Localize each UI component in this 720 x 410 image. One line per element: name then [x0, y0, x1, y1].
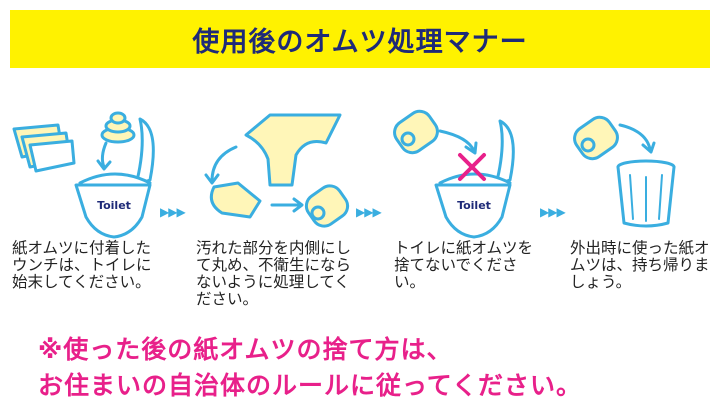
- step3-text: トイレに紙オムツを捨てないでください。: [394, 239, 534, 291]
- rolled-diaper-icon: [304, 184, 350, 228]
- drop-arrow-icon: [438, 129, 476, 153]
- toilet-icon-2: [434, 119, 515, 239]
- open-diaper-icon: [244, 113, 342, 187]
- page-title: 使用後のオムツ処理マナー: [192, 26, 528, 58]
- note-line-2: お住まいの自治体のルールに従ってください。: [38, 371, 583, 400]
- toilet-label-2: Toilet: [457, 199, 491, 212]
- cross-icon: [458, 153, 486, 181]
- step1-text: 紙オムツに付着したウンチは、トイレに始末してください。: [12, 239, 152, 291]
- toilet-label-1: Toilet: [97, 199, 131, 212]
- illustration-strip: Toilet Toilet: [12, 109, 676, 239]
- disposal-note: ※使った後の紙オムツの捨て方は、 お住まいの自治体のルールに従ってください。: [38, 332, 582, 404]
- step2-illustration: [204, 113, 350, 228]
- rolled-diaper-icon-2: [393, 109, 439, 155]
- trash-bin-icon: [616, 159, 676, 228]
- step1-illustration: [12, 111, 155, 239]
- step-separator-2: ▶▶▶: [356, 205, 382, 219]
- toilet-icon: [74, 117, 155, 239]
- step4-illustration: [573, 115, 676, 228]
- diaper-icon: [12, 123, 76, 173]
- down-arrow-icon: [100, 141, 108, 169]
- step4-text: 外出時に使った紙オムツは、持ち帰りましょう。: [570, 239, 710, 291]
- step3-illustration: [393, 109, 515, 239]
- curve-arrow-icon: [210, 145, 238, 183]
- step-separator-3: ▶▶▶: [540, 205, 566, 219]
- folded-diaper-icon: [209, 181, 262, 219]
- step2-text: 汚れた部分を内側にして丸め、不衛生にならないように処理してください。: [196, 239, 352, 308]
- step-separator-1: ▶▶▶: [160, 205, 186, 219]
- rolled-diaper-icon-3: [573, 115, 619, 161]
- title-banner: 使用後のオムツ処理マナー: [10, 10, 710, 68]
- poop-icon: [100, 111, 136, 144]
- bin-arrow-icon: [618, 123, 652, 151]
- note-line-1: ※使った後の紙オムツの捨て方は、: [38, 335, 453, 364]
